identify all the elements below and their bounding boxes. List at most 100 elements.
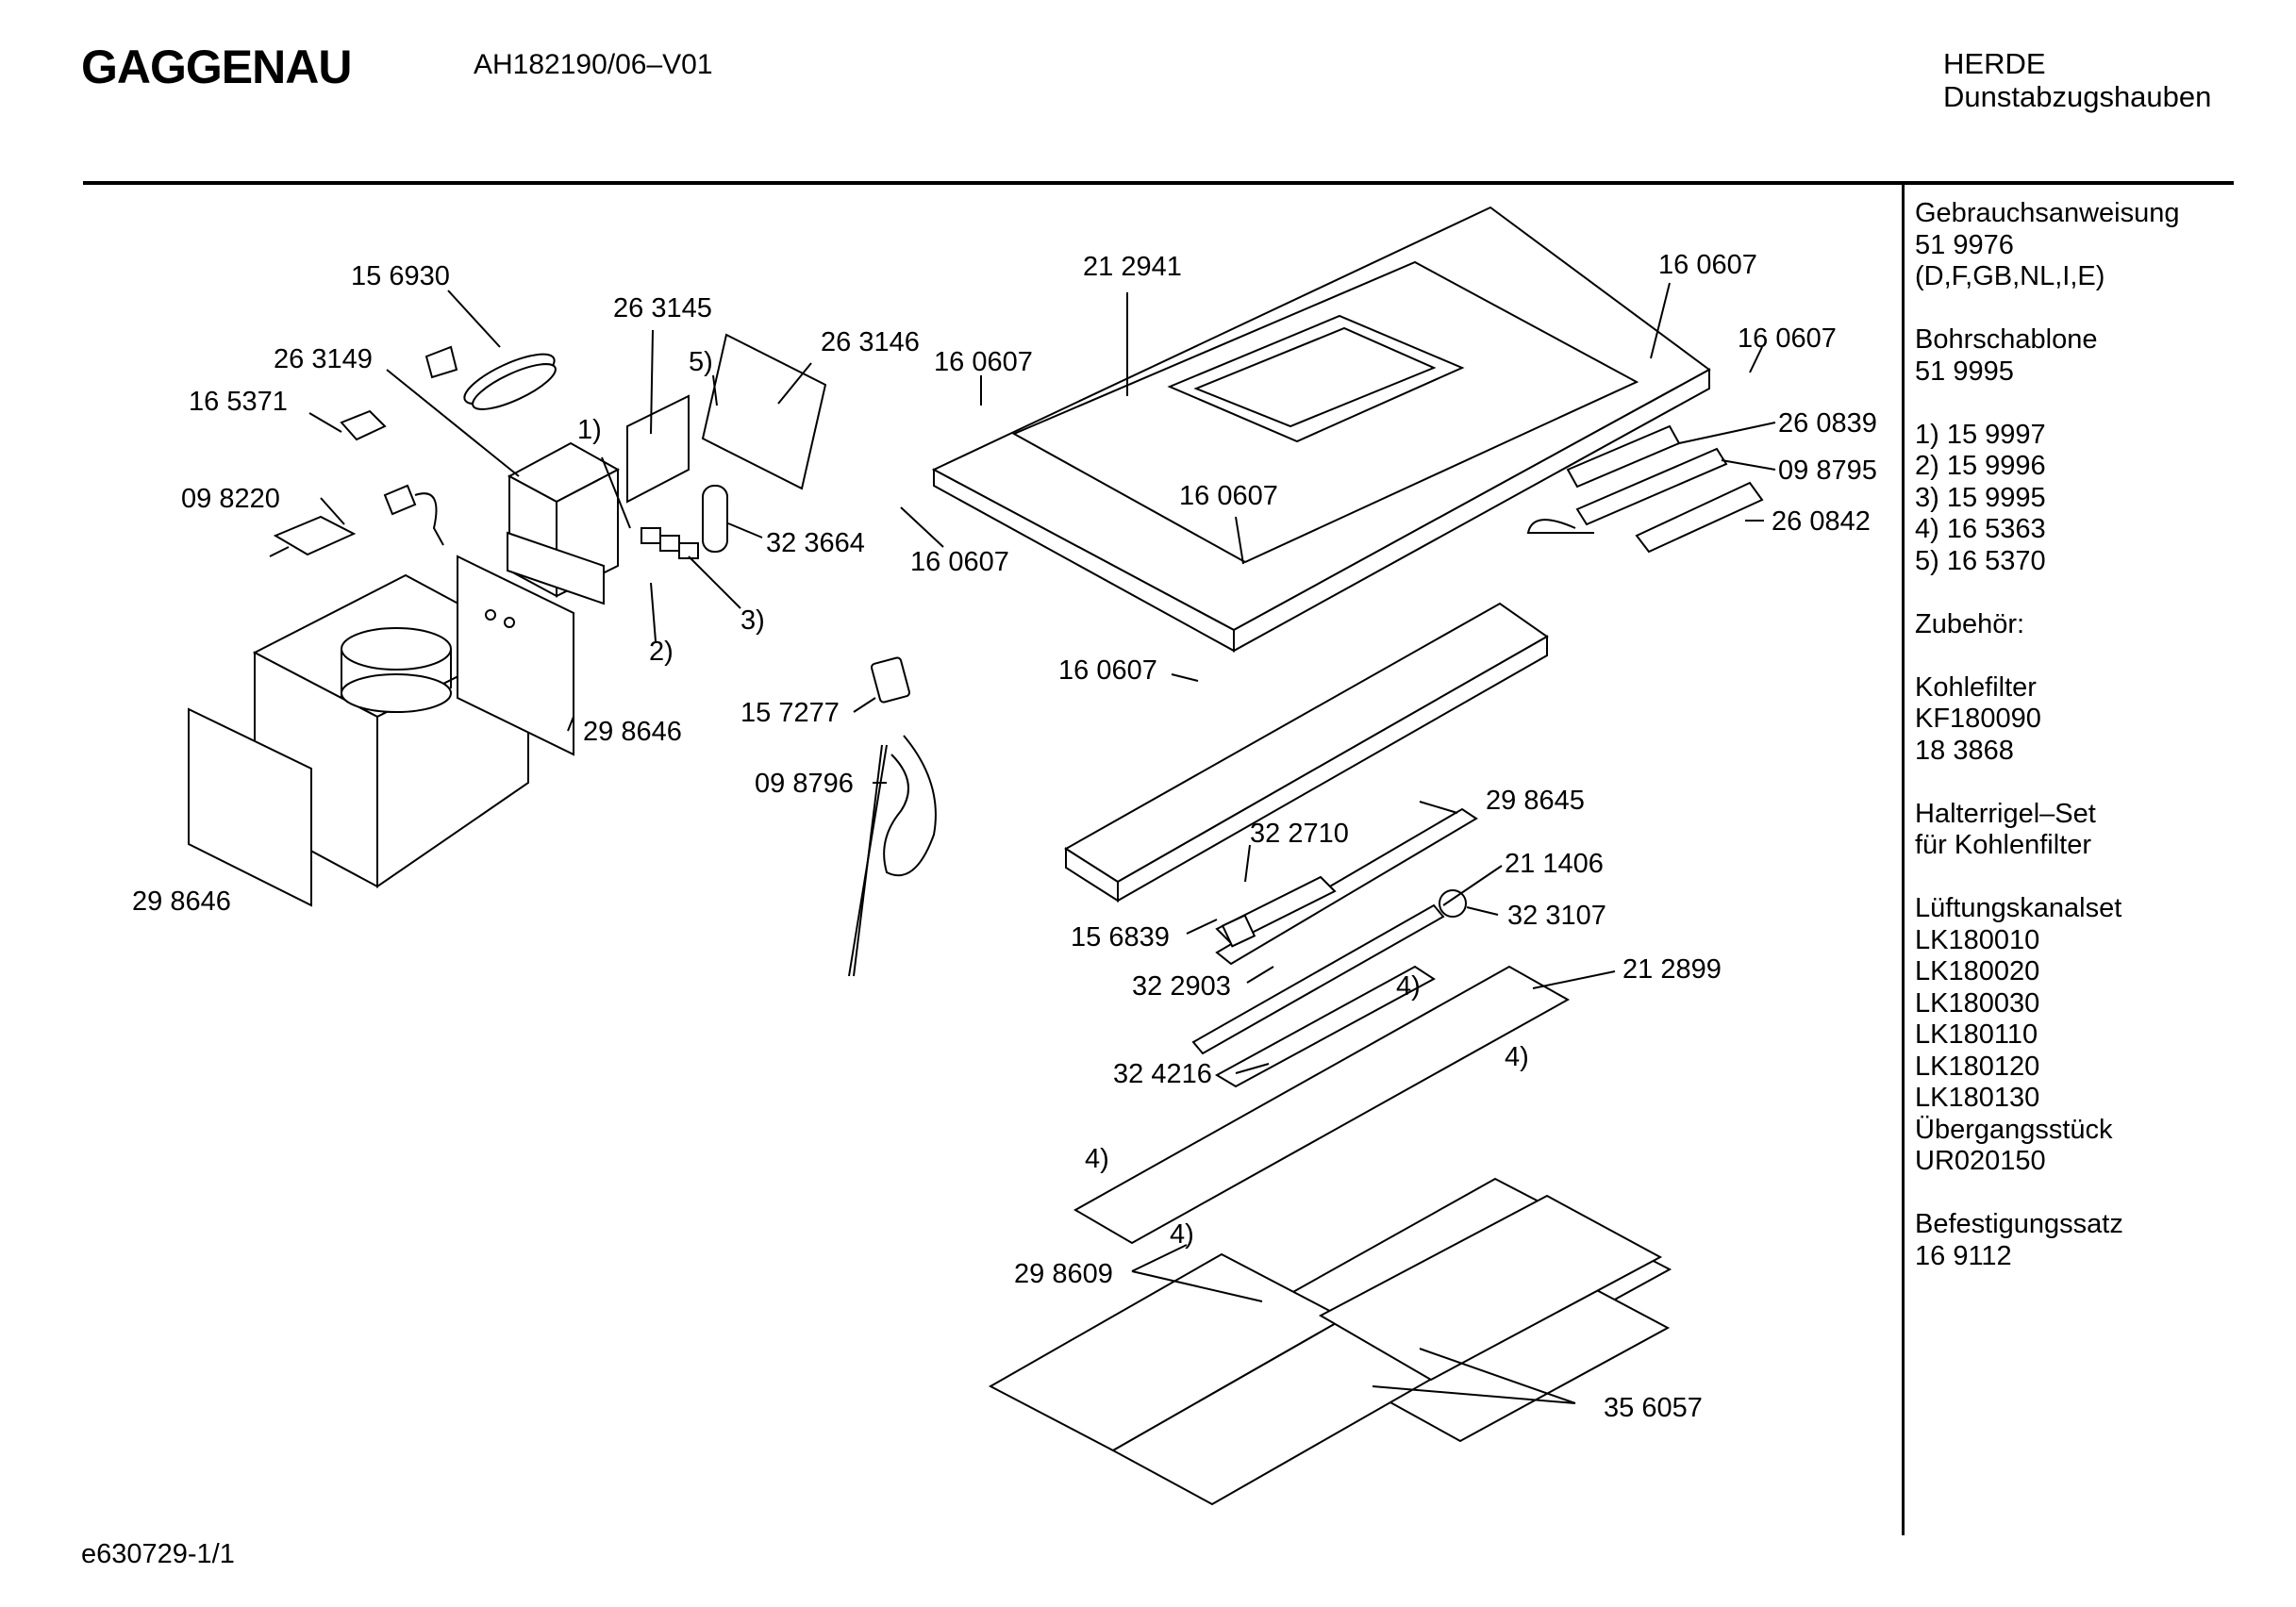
sidebar-line: 5) 16 5370 xyxy=(1915,545,2046,576)
power-cord xyxy=(424,345,557,410)
callout-label: 09 8796 xyxy=(755,769,854,799)
callout-label: 29 8645 xyxy=(1486,786,1585,816)
sidebar-line: Zubehör: xyxy=(1915,608,2025,639)
callout-label: 32 3107 xyxy=(1507,901,1606,931)
callout-label: 16 0607 xyxy=(1738,323,1837,354)
sidebar-line: KF180090 xyxy=(1915,704,2041,734)
callout-label: 1) xyxy=(577,415,602,445)
callout-label: 21 2941 xyxy=(1083,252,1182,282)
callout-label: 26 3145 xyxy=(613,293,712,323)
control-board xyxy=(701,333,827,490)
electronics-box xyxy=(507,441,621,605)
callout-label: 16 0607 xyxy=(1658,250,1757,280)
callout-label: 15 7277 xyxy=(740,698,840,728)
callout-label: 16 0607 xyxy=(910,547,1009,577)
sidebar-spacer xyxy=(1915,388,2273,420)
sidebar-line: 2) 15 9996 xyxy=(1915,451,2046,481)
model-number: AH182190/06–V01 xyxy=(474,49,713,80)
callout-label: 26 0842 xyxy=(1772,506,1871,537)
grease-filter-cover xyxy=(1073,965,1571,1245)
sidebar-spacer xyxy=(1915,577,2273,609)
callout-label: 29 8646 xyxy=(583,717,682,747)
filter-holder-frame xyxy=(1064,602,1549,903)
side-panel-right xyxy=(457,555,574,756)
sidebar-line: 1) 15 9997 xyxy=(1915,419,2046,450)
sidebar-line: LK180120 xyxy=(1915,1051,2040,1082)
sidebar-line: 16 9112 xyxy=(1915,1240,2012,1271)
sidebar-line: 51 9995 xyxy=(1915,356,2014,387)
cable-loom xyxy=(848,656,937,977)
sidebar-spacer xyxy=(1915,862,2273,894)
circuit-board xyxy=(626,394,690,504)
sidebar-spacer xyxy=(1915,1178,2273,1210)
sidebar-line: LK180130 xyxy=(1915,1083,2040,1113)
header-divider xyxy=(83,181,2234,185)
callout-labels: 15 6930 26 3145 26 3149 16 5371 5) 26 31… xyxy=(132,250,1877,1423)
relay-components xyxy=(641,527,699,559)
callout-label: 26 3149 xyxy=(274,344,373,374)
sidebar-line: Lüftungskanalset xyxy=(1915,893,2122,923)
connector-plug xyxy=(383,484,444,546)
callout-label: 09 8220 xyxy=(181,484,280,514)
sidebar-line: für Kohlenfilter xyxy=(1915,830,2091,860)
callout-label: 32 2903 xyxy=(1132,971,1231,1002)
callout-label: 09 8795 xyxy=(1778,456,1877,486)
callout-label: 4) xyxy=(1085,1144,1109,1174)
callout-label: 4) xyxy=(1170,1219,1194,1250)
sidebar-line: Kohlefilter xyxy=(1915,671,2037,703)
sidebar-line: 4) 16 5363 xyxy=(1915,514,2046,544)
canopy xyxy=(931,206,1711,653)
sidebar-line: 18 3868 xyxy=(1915,735,2014,766)
callout-label: 15 6930 xyxy=(351,261,450,291)
sidebar-spacer xyxy=(1915,293,2273,325)
sidebar-line: Bohrschablone xyxy=(1915,324,2098,355)
sidebar-line: UR020150 xyxy=(1915,1146,2046,1176)
parts-sidebar: Gebrauchsanweisung 51 9976 (D,F,GB,NL,I,… xyxy=(1915,198,2273,1272)
callout-label: 15 6839 xyxy=(1071,922,1170,953)
document-id: e630729-1/1 xyxy=(81,1539,235,1569)
subcategory-label: Dunstabzugshauben xyxy=(1943,80,2212,113)
sidebar-line: 51 9976 xyxy=(1915,229,2014,260)
callout-label: 29 8646 xyxy=(132,886,231,917)
sidebar-divider xyxy=(1902,185,1905,1535)
callout-label: 16 5371 xyxy=(189,387,288,417)
callout-label: 4) xyxy=(1396,971,1421,1002)
callout-label: 4) xyxy=(1505,1042,1529,1072)
brand-logo: GAGGENAU xyxy=(81,41,352,93)
callout-label: 32 3664 xyxy=(766,528,865,558)
callout-label: 3) xyxy=(740,605,765,636)
callout-label: 2) xyxy=(649,637,674,667)
sidebar-line: Gebrauchsanweisung xyxy=(1915,198,2180,228)
callout-label: 29 8609 xyxy=(1014,1259,1113,1289)
sidebar-line: 3) 15 9995 xyxy=(1915,482,2046,513)
sidebar-line: (D,F,GB,NL,I,E) xyxy=(1915,261,2105,291)
callout-label: 35 6057 xyxy=(1604,1393,1703,1423)
callout-label: 32 2710 xyxy=(1250,819,1349,849)
sidebar-line: Befestigungssatz xyxy=(1915,1209,2123,1239)
callout-label: 16 0607 xyxy=(1179,481,1278,511)
sidebar-spacer xyxy=(1915,640,2273,672)
callout-label: 5) xyxy=(689,347,713,377)
callout-label: 16 0607 xyxy=(934,347,1033,377)
callout-label: 21 2899 xyxy=(1622,954,1722,985)
motor-rod xyxy=(1191,889,1467,1055)
sidebar-spacer xyxy=(1915,767,2273,799)
callout-label: 26 3146 xyxy=(821,327,920,357)
capacitor xyxy=(702,485,728,553)
sidebar-line: LK180020 xyxy=(1915,956,2040,986)
category-label: HERDE xyxy=(1943,47,2046,80)
sidebar-line: LK180030 xyxy=(1915,987,2040,1019)
grease-filters xyxy=(988,1177,1672,1506)
sidebar-line: LK180010 xyxy=(1915,924,2040,955)
callout-label: 32 4216 xyxy=(1113,1059,1212,1089)
sidebar-line: LK180110 xyxy=(1915,1019,2038,1050)
cover-cap xyxy=(340,409,387,441)
callout-leaders xyxy=(308,282,1776,1404)
lamp-socket xyxy=(1221,914,1256,948)
callout-label: 26 0839 xyxy=(1778,408,1877,439)
side-panel-left xyxy=(188,707,312,907)
sidebar-line: Übergangsstück xyxy=(1915,1114,2113,1145)
callout-label: 16 0607 xyxy=(1058,655,1157,686)
light-strip xyxy=(1526,424,1764,554)
